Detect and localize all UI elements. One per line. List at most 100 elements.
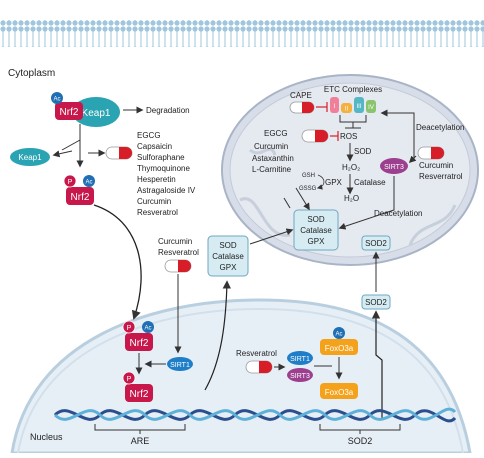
ros-compounds: EGCG Curcumin Astaxanthin L-Carnitine — [252, 129, 294, 174]
svg-text:EGCG: EGCG — [137, 131, 161, 140]
sirt1-nucleus-right: SIRT1 — [287, 351, 313, 365]
enzyme-import-arrow — [249, 228, 294, 245]
svg-text:Curcumin: Curcumin — [419, 161, 453, 170]
sirt1-nucleus-left: SIRT1 — [167, 357, 193, 371]
svg-text:GPX: GPX — [220, 263, 238, 272]
h2o-label: H₂O — [344, 194, 359, 203]
svg-text:SIRT3: SIRT3 — [290, 373, 310, 380]
nrf2-keap1-complex: Keap1 Nrf2 Ac — [51, 92, 120, 127]
are-transcription-arrow — [204, 280, 232, 391]
nrf2-label: Nrf2 — [60, 107, 79, 118]
svg-text:Nrf2: Nrf2 — [130, 338, 149, 349]
svg-text:Nrf2: Nrf2 — [71, 192, 90, 203]
svg-text:SOD: SOD — [307, 215, 325, 224]
sirt3-activators: Curcumin Resverratrol — [419, 161, 463, 181]
foxo3a-acetylated: FoxO3a Ac — [320, 327, 358, 355]
dissociation-path — [61, 124, 81, 151]
sirt3-mito: SIRT3 — [380, 158, 408, 174]
nuclear-translocation-arrow — [93, 204, 142, 320]
cytoplasm-label: Cytoplasm — [8, 68, 55, 79]
sod2-gene-label: SOD2 — [348, 436, 373, 446]
are-label: ARE — [131, 436, 150, 446]
deacetylation-label-2: Deacetylation — [374, 209, 422, 218]
svg-text:Thymoquinone: Thymoquinone — [137, 164, 190, 173]
gsh-label: GSH — [302, 173, 315, 179]
nucleus — [10, 298, 472, 455]
cape-label: CAPE — [290, 91, 312, 100]
sod2-gene-bracket — [319, 424, 401, 434]
etc-title: ETC Complexes — [324, 85, 382, 94]
svg-text:IV: IV — [368, 105, 374, 111]
deacetylation-enzyme-arrow — [338, 176, 395, 230]
activators-list: EGCG Capsaicin Sulforaphane Thymoquinone… — [137, 131, 196, 217]
nucleus-label: Nucleus — [30, 432, 63, 442]
etc-ros-bracket — [339, 115, 367, 128]
svg-text:Catalase: Catalase — [300, 226, 332, 235]
phospho-nrf2-cytoplasm: Nrf2 P Ac — [63, 174, 95, 205]
mito-enzymes-box: SOD Catalase GPX — [293, 209, 339, 251]
svg-text:Astragaloside IV: Astragaloside IV — [137, 186, 196, 195]
degradation-label: Degradation — [146, 106, 190, 115]
svg-text:Curcumin: Curcumin — [137, 197, 171, 206]
svg-text:Sulforaphane: Sulforaphane — [137, 153, 185, 162]
svg-text:FoxO3a: FoxO3a — [325, 388, 354, 397]
svg-text:Ac: Ac — [85, 180, 92, 186]
svg-text:Curcumin: Curcumin — [254, 142, 288, 151]
dna-helix — [53, 407, 457, 423]
svg-text:SIRT1: SIRT1 — [170, 362, 190, 369]
svg-text:Curcumin: Curcumin — [158, 237, 192, 246]
svg-text:II: II — [345, 107, 349, 113]
svg-text:SIRT3: SIRT3 — [384, 164, 404, 171]
svg-text:EGCG: EGCG — [264, 129, 288, 138]
ac-label: Ac — [53, 97, 60, 103]
curcumin-resveratrol-labels: Curcumin Resveratrol — [158, 237, 199, 257]
svg-text:SOD2: SOD2 — [365, 298, 387, 307]
svg-text:Resverratrol: Resverratrol — [419, 172, 463, 181]
h2o2-label: H₂O₂ — [342, 163, 360, 172]
svg-text:I: I — [334, 104, 336, 110]
svg-text:GPX: GPX — [308, 237, 326, 246]
gssg-label: GSSG — [299, 186, 317, 192]
nrf2-acetylated-nucleus: Nrf2 P Ac — [122, 320, 154, 351]
sod-label: SOD — [354, 147, 372, 156]
sirt3-nucleus: SIRT3 — [287, 368, 313, 382]
keap1-label: Keap1 — [82, 108, 111, 119]
keap1-release-arrow — [52, 150, 73, 158]
nrf2-deacetylated-nucleus: Nrf2 P — [122, 371, 153, 402]
resveratrol-pill-icon — [245, 360, 273, 374]
cape-pill-icon — [289, 101, 315, 114]
sod2-mito-box: SOD2 — [361, 235, 391, 251]
svg-text:P: P — [68, 179, 73, 186]
antioxidant-enzymes-box: SOD Catalase GPX — [207, 235, 249, 277]
resveratrol-label: Resveratrol — [236, 349, 277, 358]
svg-text:SOD: SOD — [219, 241, 237, 250]
ros-inhibitor-pill-icon — [301, 129, 329, 143]
sod2-expression-arrow — [371, 310, 383, 420]
svg-text:Ac: Ac — [144, 326, 151, 332]
svg-text:Resveratrol: Resveratrol — [158, 248, 199, 257]
activators-pill-icon — [105, 146, 133, 160]
svg-text:Astaxanthin: Astaxanthin — [252, 154, 294, 163]
foxo3a-deacetylated: FoxO3a — [320, 383, 358, 399]
svg-text:Catalase: Catalase — [212, 252, 244, 261]
gpx-label: GPX — [325, 178, 343, 187]
svg-text:Capsaicin: Capsaicin — [137, 142, 172, 151]
etc-complexes: I II III IV — [330, 97, 376, 113]
svg-text:P: P — [127, 376, 132, 383]
svg-text:FoxO3a: FoxO3a — [325, 344, 354, 353]
svg-text:L-Carnitine: L-Carnitine — [252, 165, 292, 174]
cell-membrane — [0, 20, 484, 47]
catalase-label: Catalase — [354, 178, 386, 187]
deacetylation-label-1: Deacetylation — [416, 123, 464, 132]
svg-text:Hesperetin: Hesperetin — [137, 175, 176, 184]
svg-text:Nrf2: Nrf2 — [130, 389, 149, 400]
free-keap1-label: Keap1 — [18, 153, 42, 162]
curcumin-resveratrol-pill-icon — [164, 259, 192, 273]
svg-text:SIRT1: SIRT1 — [290, 356, 310, 363]
svg-text:III: III — [356, 104, 361, 110]
sirt3-activator-pill-icon — [417, 146, 445, 160]
svg-text:Resveratrol: Resveratrol — [137, 208, 178, 217]
svg-text:SOD2: SOD2 — [365, 239, 387, 248]
